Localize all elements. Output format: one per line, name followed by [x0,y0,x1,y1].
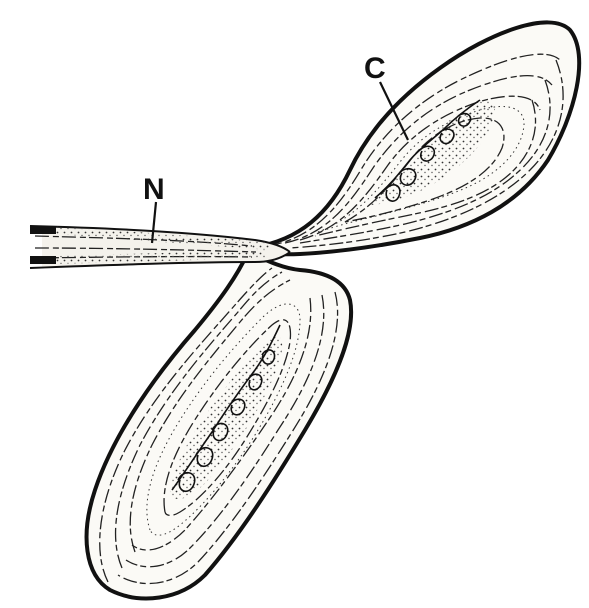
upper-capsule [248,22,579,254]
lower-capsule [87,252,352,598]
label-c: C [364,52,386,85]
nerve-fiber [30,222,290,268]
label-n: N [143,173,165,206]
